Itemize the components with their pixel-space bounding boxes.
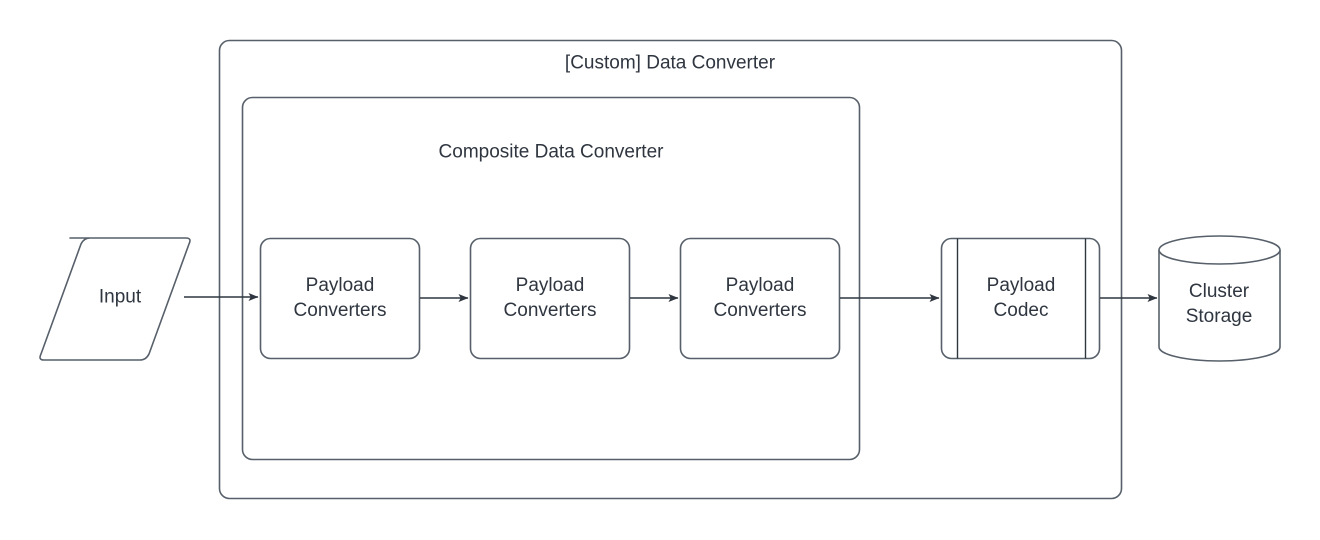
cylinder-body <box>1158 250 1281 362</box>
node-payload-converters-3-shape[interactable] <box>679 237 841 360</box>
cylinder-top-ellipse <box>1158 235 1281 265</box>
node-payload-codec-shape[interactable] <box>940 237 1101 360</box>
node-input-shape[interactable] <box>39 237 191 361</box>
node-payload-converters-2-shape[interactable] <box>469 237 631 360</box>
node-payload-converters-1-shape[interactable] <box>259 237 421 360</box>
payload-codec-outer-rect <box>940 237 1101 360</box>
node-cluster-storage-shape[interactable] <box>1158 235 1281 362</box>
